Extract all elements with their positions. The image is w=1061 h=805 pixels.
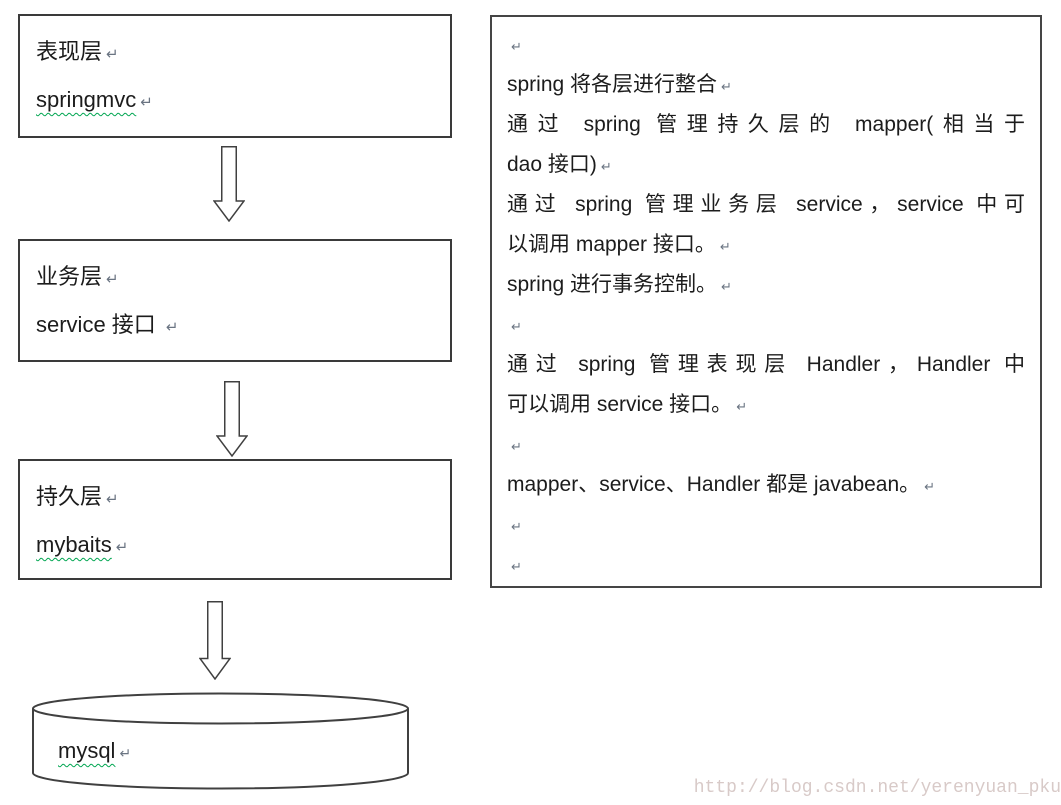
notes-body: ↵spring 将各层进行整合↵通过 spring 管理持久层的 mapper(… — [507, 25, 1025, 585]
note-line: ↵ — [507, 25, 1025, 65]
database-label-line: mysql↵ — [58, 738, 131, 766]
note-line-text: 可以调用 service 接口。 — [507, 393, 733, 416]
note-line: 以调用 mapper 接口。↵ — [507, 225, 1025, 265]
paragraph-mark: ↵ — [115, 539, 129, 556]
note-line-text: 以调用 mapper 接口。 — [507, 233, 716, 256]
note-line: ↵ — [507, 425, 1025, 465]
paragraph-mark: ↵ — [511, 559, 522, 574]
layer-title: 持久层 — [36, 484, 103, 509]
paragraph-mark: ↵ — [721, 79, 732, 94]
paragraph-mark: ↵ — [119, 745, 132, 761]
layer-title-line: 持久层↵ — [36, 474, 434, 522]
paragraph-mark: ↵ — [721, 279, 732, 294]
note-line: 通过 spring 管理表现层 Handler，Handler 中 — [507, 345, 1025, 385]
paragraph-mark: ↵ — [106, 491, 119, 508]
note-line: 可以调用 service 接口。↵ — [507, 385, 1025, 425]
note-line: mapper、service、Handler 都是 javabean。↵ — [507, 465, 1025, 505]
database-cylinder — [32, 692, 409, 790]
layer-subtitle-line: mybaits↵ — [36, 522, 434, 570]
note-line: ↵ — [507, 505, 1025, 545]
note-line-text: 通过 spring 管理表现层 Handler，Handler 中 — [507, 353, 1025, 376]
paragraph-mark: ↵ — [719, 239, 731, 254]
down-arrow-icon — [199, 601, 231, 680]
layer-subtitle: mybaits — [36, 532, 112, 557]
down-arrow-icon — [216, 381, 248, 457]
paragraph-mark: ↵ — [511, 39, 522, 54]
note-line-text: 通过 spring 管理业务层 service，service 中可 — [507, 193, 1025, 216]
layer-subtitle-line: service 接口 ↵ — [36, 302, 434, 350]
layer-box-persistence: 持久层↵ mybaits↵ — [18, 459, 452, 580]
layer-box-presentation: 表现层↵ springmvc↵ — [18, 14, 452, 138]
note-line-text: mapper、service、Handler 都是 javabean。 — [507, 473, 921, 496]
note-line-text: dao 接口) — [507, 153, 597, 176]
layer-title: 表现层 — [36, 39, 103, 64]
notes-box: ↵spring 将各层进行整合↵通过 spring 管理持久层的 mapper(… — [490, 15, 1042, 588]
paragraph-mark: ↵ — [165, 319, 179, 336]
paragraph-mark: ↵ — [511, 319, 522, 334]
note-line: 通过 spring 管理持久层的 mapper(相当于 — [507, 105, 1025, 145]
note-line: ↵ — [507, 545, 1025, 585]
paragraph-mark: ↵ — [924, 479, 936, 494]
note-line: ↵ — [507, 305, 1025, 345]
note-line-text: spring 进行事务控制。 — [507, 273, 718, 296]
paragraph-mark: ↵ — [511, 519, 522, 534]
note-line: spring 将各层进行整合↵ — [507, 65, 1025, 105]
paragraph-mark: ↵ — [106, 271, 119, 288]
layer-title: 业务层 — [36, 264, 103, 289]
layer-title-line: 表现层↵ — [36, 29, 434, 77]
watermark-url: http://blog.csdn.net/yerenyuan_pku — [693, 778, 1061, 798]
paragraph-mark: ↵ — [600, 159, 612, 174]
database-label: mysql — [58, 738, 116, 763]
layer-subtitle: service 接口 — [36, 312, 162, 337]
layer-subtitle-line: springmvc↵ — [36, 77, 434, 125]
note-line: dao 接口)↵ — [507, 145, 1025, 185]
layer-title-line: 业务层↵ — [36, 254, 434, 302]
note-line-text: 通过 spring 管理持久层的 mapper(相当于 — [507, 113, 1025, 136]
note-line: 通过 spring 管理业务层 service，service 中可 — [507, 185, 1025, 225]
paragraph-mark: ↵ — [140, 94, 153, 111]
paragraph-mark: ↵ — [106, 46, 119, 63]
note-line-text: spring 将各层进行整合 — [507, 73, 718, 96]
note-line: spring 进行事务控制。↵ — [507, 265, 1025, 305]
paragraph-mark: ↵ — [511, 439, 522, 454]
layer-box-business: 业务层↵ service 接口 ↵ — [18, 239, 452, 362]
layer-subtitle: springmvc — [36, 87, 137, 112]
paragraph-mark: ↵ — [736, 399, 748, 414]
down-arrow-icon — [213, 146, 245, 222]
